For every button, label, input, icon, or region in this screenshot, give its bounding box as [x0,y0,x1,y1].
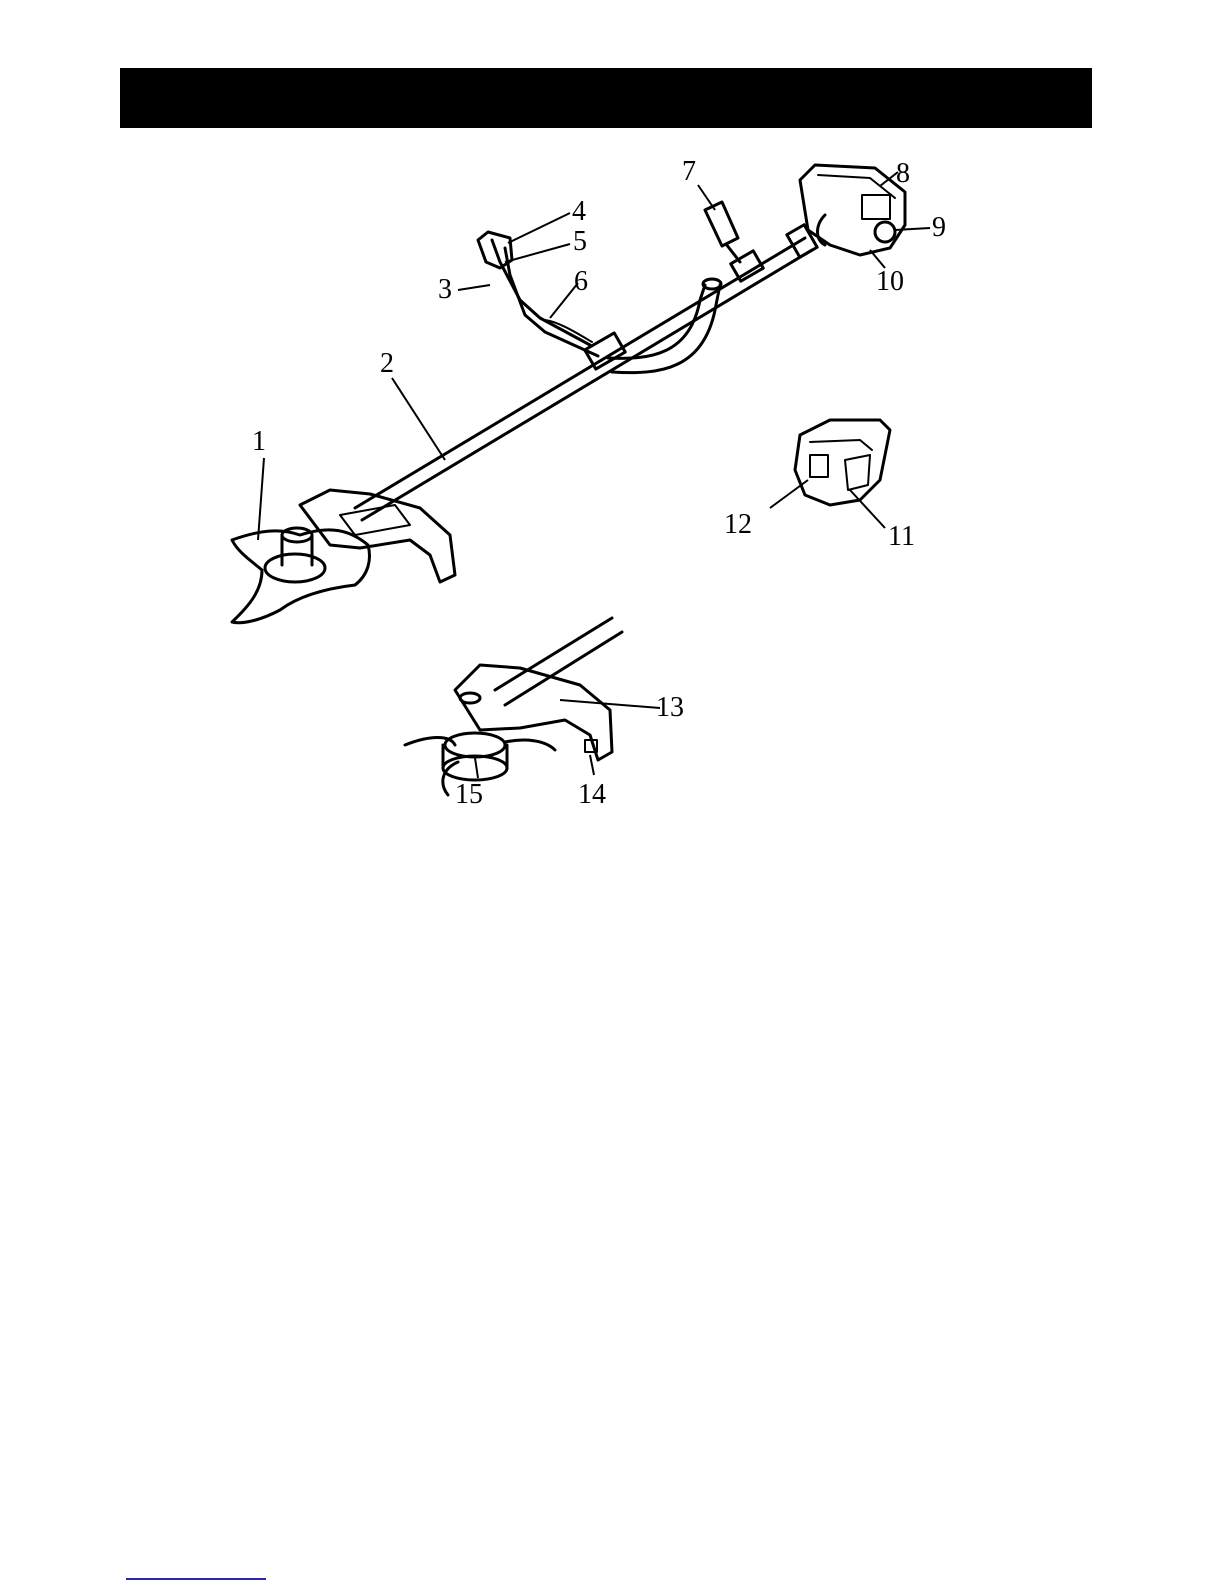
engine-unit [787,165,905,257]
callout-3: 3 [438,274,452,305]
callout-6: 6 [574,266,588,297]
throttle-detail [795,420,890,505]
callout-5: 5 [573,226,587,257]
callout-2: 2 [380,348,394,379]
callout-4: 4 [572,196,586,227]
callout-10: 10 [876,266,904,297]
footer-link-underline[interactable] [126,1578,266,1580]
callout-1: 1 [252,426,266,457]
trimmer-head-detail [405,618,622,795]
callout-14: 14 [578,779,606,810]
blade-head-assembly [232,490,455,623]
handlebar [478,232,721,373]
callout-15: 15 [455,779,483,810]
callout-7: 7 [682,156,696,187]
callout-11: 11 [888,521,915,552]
callout-12: 12 [724,509,752,540]
callout-labels: 1 2 3 4 5 6 7 8 9 10 11 12 13 14 15 [252,156,946,810]
callout-9: 9 [932,212,946,243]
callout-13: 13 [656,692,684,723]
brushcutter-parts-diagram: 1 2 3 4 5 6 7 8 9 10 11 12 13 14 15 [0,0,1225,860]
callout-8: 8 [896,158,910,189]
leader-lines [258,172,930,778]
